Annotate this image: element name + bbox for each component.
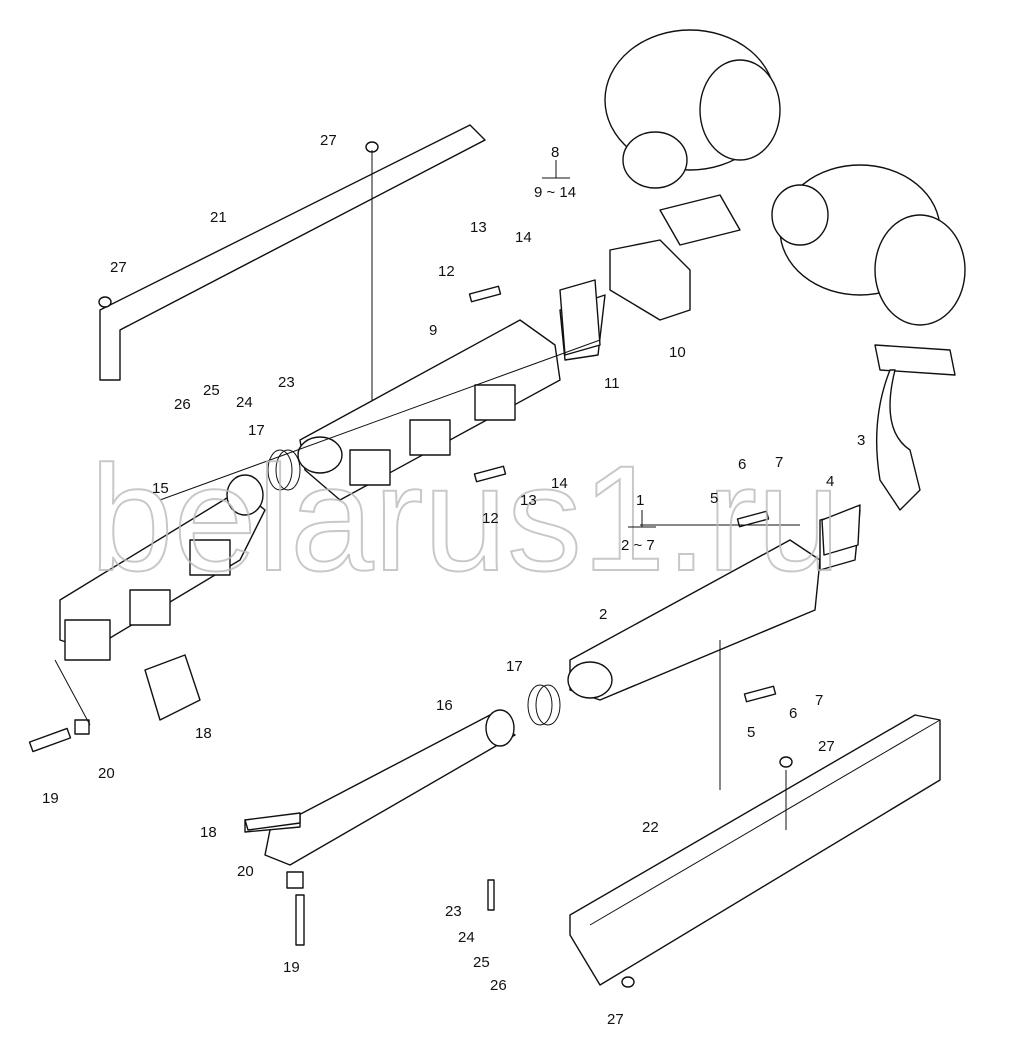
callout-27: 27	[320, 132, 337, 149]
callout-25: 25	[473, 954, 490, 971]
callout-19: 19	[283, 959, 300, 976]
callout-5: 5	[710, 490, 718, 507]
callout-18: 18	[195, 725, 212, 742]
callout-27: 27	[818, 738, 835, 755]
callout-6: 6	[738, 456, 746, 473]
callout-7: 7	[815, 692, 823, 709]
callout-2: 2	[599, 606, 607, 623]
callout-4: 4	[826, 473, 834, 490]
callout-10: 10	[669, 344, 686, 361]
callout-6: 6	[789, 705, 797, 722]
callout-18: 18	[200, 824, 217, 841]
heat-shield-upper	[99, 124, 486, 381]
callout-14: 14	[515, 229, 532, 246]
gasket-18-lower	[244, 812, 301, 831]
watermark: belarus1.ru	[90, 434, 840, 602]
leader-lines	[54, 150, 800, 830]
callout-23: 23	[278, 374, 295, 391]
callout-17: 17	[506, 658, 523, 675]
callout-9: 9	[429, 322, 437, 339]
callout-24: 24	[458, 929, 475, 946]
seal-rings	[267, 449, 561, 726]
callout-23: 23	[445, 903, 462, 920]
callout-24: 24	[236, 394, 253, 411]
callout-12: 12	[438, 263, 455, 280]
callout-20: 20	[98, 765, 115, 782]
callout-14: 14	[551, 475, 568, 492]
callout-25: 25	[203, 382, 220, 399]
callout-15: 15	[152, 480, 169, 497]
callout-16: 16	[436, 697, 453, 714]
callout-7: 7	[775, 454, 783, 471]
callouts: 27 21 27 23 24 25 26 8 9 ~ 14 13 14 12 9…	[42, 132, 865, 1028]
callout-1: 1	[636, 492, 644, 509]
callout-9-14: 9 ~ 14	[534, 184, 576, 201]
callout-13: 13	[470, 219, 487, 236]
bolts	[28, 141, 793, 988]
gasket-11	[559, 279, 601, 356]
gasket-4	[821, 504, 861, 556]
callout-19: 19	[42, 790, 59, 807]
manifold-section-15	[59, 474, 266, 661]
callout-21: 21	[210, 209, 227, 226]
callout-26: 26	[490, 977, 507, 994]
callout-11: 11	[604, 375, 620, 392]
callout-12: 12	[482, 510, 499, 527]
group-brackets	[542, 160, 656, 528]
heat-shield-lower	[569, 714, 941, 986]
callout-22: 22	[642, 819, 659, 836]
callout-8: 8	[551, 144, 559, 161]
turbocharger-lower	[771, 164, 966, 511]
callout-27: 27	[110, 259, 127, 276]
turbocharger-upper	[604, 29, 781, 321]
callout-2-7: 2 ~ 7	[621, 537, 655, 554]
callout-3: 3	[857, 432, 865, 449]
gasket-18	[144, 654, 201, 721]
callout-27: 27	[607, 1011, 624, 1028]
callout-20: 20	[237, 863, 254, 880]
callout-17: 17	[248, 422, 265, 439]
callout-26: 26	[174, 396, 191, 413]
callout-5: 5	[747, 724, 755, 741]
callout-13: 13	[520, 492, 537, 509]
manifold-section-16	[244, 709, 516, 866]
